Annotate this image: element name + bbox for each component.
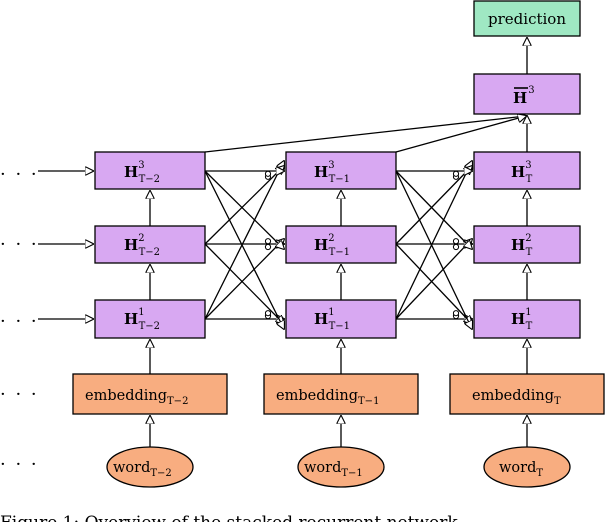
- figure-caption: Figure 1: Overview of the stacked recurr…: [0, 513, 458, 522]
- embedding-node: [263, 373, 419, 415]
- recurrent-edge: [395, 243, 472, 324]
- h3-to-aggregate-edge: [395, 116, 526, 153]
- h1-node: [473, 299, 581, 339]
- recurrent-edge: [204, 161, 284, 320]
- embedding-label: embeddingT: [472, 388, 561, 407]
- gate-marker: [452, 170, 460, 177]
- embedding-label: embeddingT−1: [276, 388, 379, 407]
- gate-marker: [264, 243, 272, 251]
- recurrent-edge: [395, 161, 472, 320]
- embedding-node: [449, 373, 605, 415]
- recurrent-edge: [204, 166, 284, 245]
- recurrent-edge: [395, 166, 472, 245]
- h3-node: [285, 151, 397, 190]
- word-label: wordT−1: [304, 460, 363, 479]
- aggregate-label: H3: [513, 85, 535, 107]
- prediction-node: prediction: [473, 0, 581, 37]
- h3-node: [473, 151, 581, 190]
- gate-marker: [452, 310, 460, 317]
- recurrent-edge: [204, 170, 284, 249]
- recurrent-edge: [395, 170, 472, 249]
- recurrent-edge: [204, 170, 284, 329]
- aggregate-hidden-node: H3: [473, 73, 581, 115]
- recurrent-edge: [204, 239, 284, 320]
- word-node: [106, 446, 194, 488]
- ellipsis-row-h3: · · ·: [0, 164, 39, 185]
- recurrent-edge: [395, 239, 472, 320]
- embedding-label: embeddingT−2: [85, 388, 188, 407]
- h1-node: [285, 299, 397, 339]
- gate-marker: [264, 238, 272, 245]
- word-node: [483, 446, 571, 488]
- recurrent-edge: [204, 243, 284, 324]
- word-label: wordT−2: [113, 460, 172, 479]
- connections: [38, 38, 527, 447]
- h1-node: [94, 299, 206, 339]
- h2-node: [285, 225, 397, 264]
- h2-node: [473, 225, 581, 264]
- recurrent-edge: [395, 170, 472, 329]
- h3-node: [94, 151, 206, 190]
- word-label: wordT: [499, 460, 543, 479]
- ellipsis-row-embedding: · · ·: [0, 384, 39, 405]
- gate-marker: [264, 310, 272, 317]
- embedding-node: [72, 373, 228, 415]
- prediction-label: prediction: [488, 10, 566, 28]
- gate-marker: [452, 243, 460, 251]
- gate-marker: [264, 170, 272, 177]
- h2-node: [94, 225, 206, 264]
- word-node: [297, 446, 385, 488]
- gate-marker: [452, 238, 460, 245]
- ellipsis-row-h2: · · ·: [0, 234, 39, 255]
- ellipsis-row-word: · · ·: [0, 454, 39, 475]
- h3-to-aggregate-edge: [204, 116, 526, 153]
- ellipsis-row-h1: · · ·: [0, 311, 39, 332]
